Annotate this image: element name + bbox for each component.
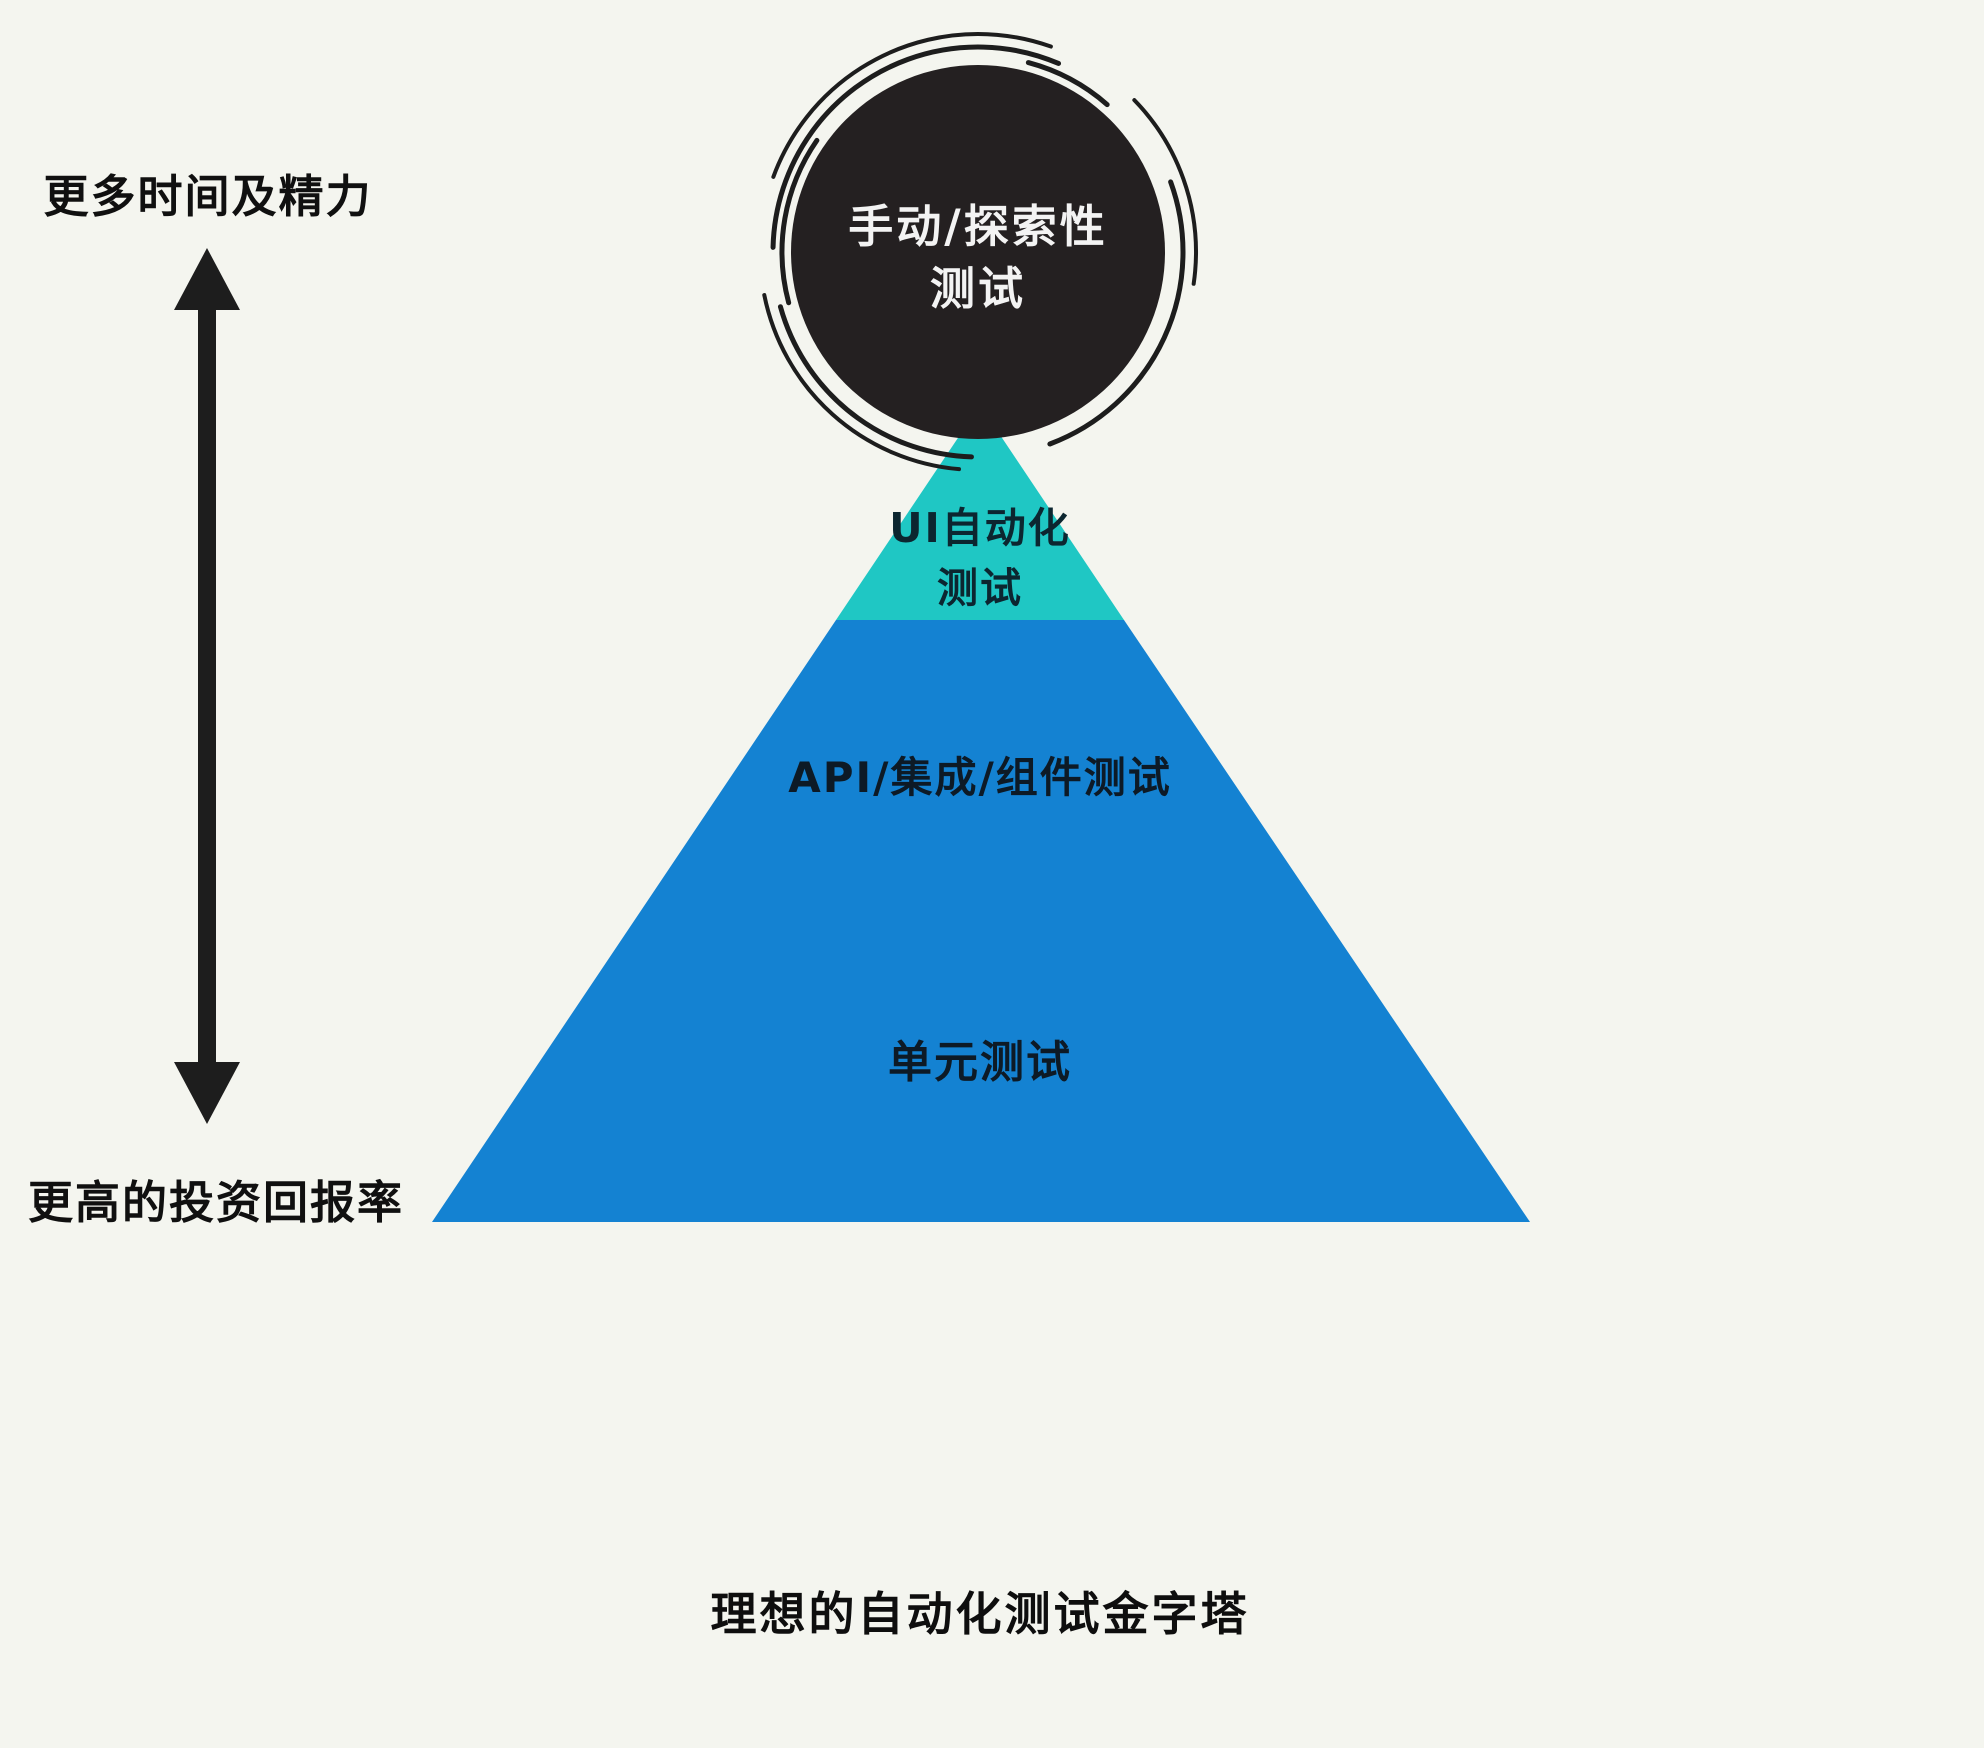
diagram-title: 理想的自动化测试金字塔	[710, 1587, 1250, 1641]
sketch-ring-icon	[770, 44, 1186, 460]
manual-testing-label-line2: 测试	[929, 262, 1026, 315]
ui-testing-layer	[836, 405, 1124, 620]
ui-testing-label-line1: UI自动化	[889, 504, 1071, 552]
sketch-ring-icon	[779, 53, 1177, 451]
effort-label: 更多时间及精力	[43, 170, 373, 223]
api-unit-testing-layer	[432, 620, 1530, 1222]
double-arrow-icon	[174, 248, 240, 1124]
manual-testing-circle	[791, 65, 1165, 439]
unit-testing-label: 单元测试	[888, 1037, 1072, 1088]
manual-testing-label: 手动/探索性 测试	[848, 196, 1107, 320]
manual-testing-label-line1: 手动/探索性	[848, 200, 1108, 253]
ui-testing-label-line2: 测试	[937, 564, 1023, 612]
sketch-ring-icon	[758, 32, 1198, 472]
ui-testing-label: UI自动化 测试	[889, 498, 1071, 618]
api-testing-label: API/集成/组件测试	[788, 753, 1172, 802]
roi-label: 更高的投资回报率	[27, 1176, 405, 1229]
